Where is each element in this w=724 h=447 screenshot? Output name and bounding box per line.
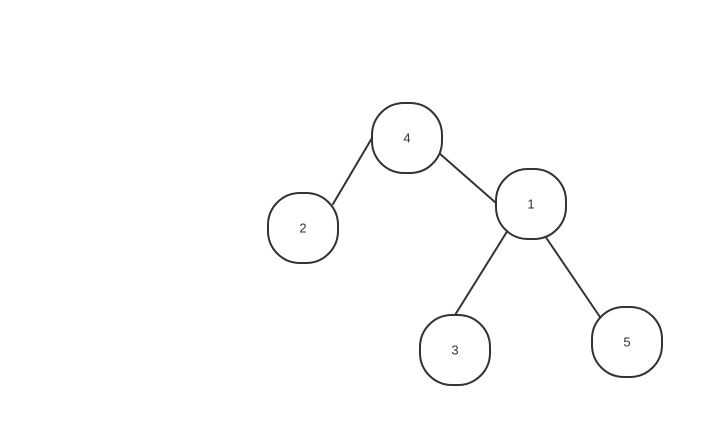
- tree-node-2[interactable]: 2: [267, 192, 339, 264]
- edge-4-2: [332, 137, 373, 205]
- node-label: 3: [451, 343, 458, 358]
- edge-4-1: [438, 152, 497, 204]
- node-circle: [371, 102, 443, 174]
- tree-node-1[interactable]: 1: [495, 168, 567, 240]
- node-label: 1: [527, 197, 534, 212]
- node-label: 5: [623, 335, 630, 350]
- tree-node-4[interactable]: 4: [371, 102, 443, 174]
- edge-1-5: [544, 235, 601, 318]
- nodes-layer: 4 2 1 3 5: [267, 102, 663, 386]
- tree-node-5[interactable]: 5: [591, 306, 663, 378]
- node-circle: [591, 306, 663, 378]
- edge-1-3: [454, 229, 509, 316]
- node-label: 4: [403, 131, 410, 146]
- tree-node-3[interactable]: 3: [419, 314, 491, 386]
- node-label: 2: [299, 221, 306, 236]
- node-circle: [267, 192, 339, 264]
- edges-layer: [332, 137, 601, 318]
- node-circle: [419, 314, 491, 386]
- node-circle: [495, 168, 567, 240]
